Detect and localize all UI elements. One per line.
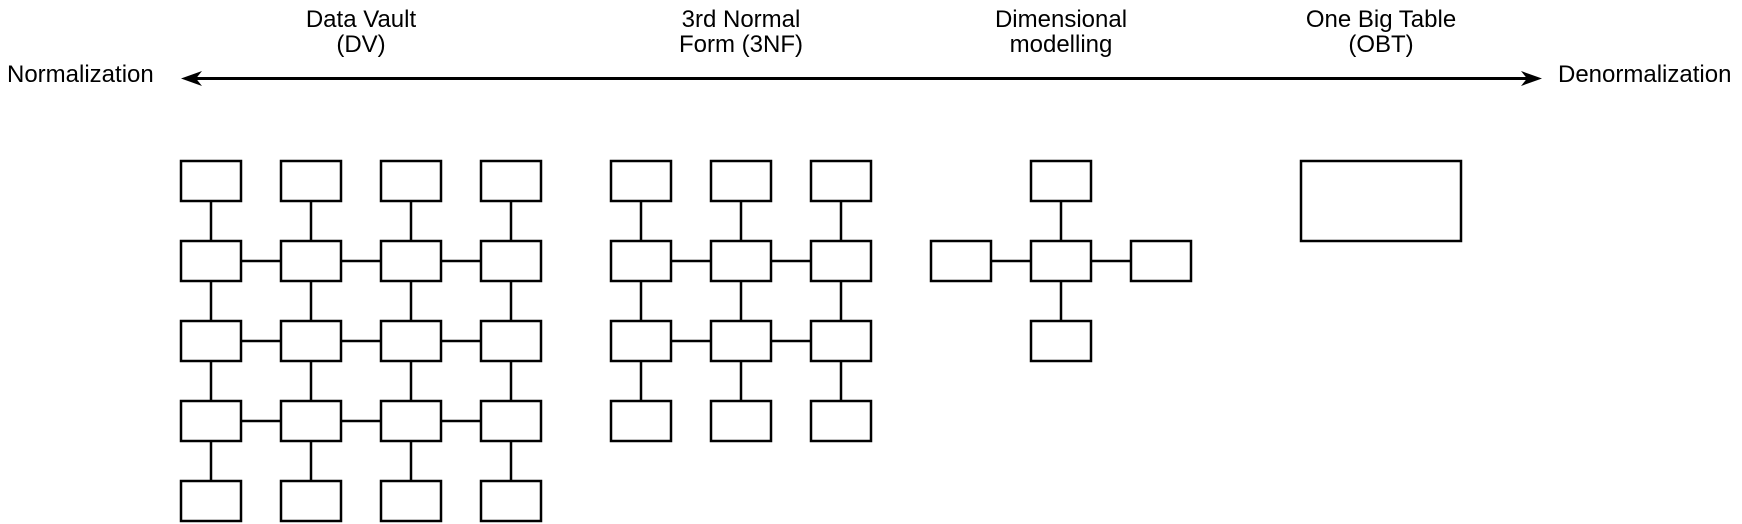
third-normal-form-table-box: [609, 319, 673, 363]
data-vault-table-box: [379, 399, 443, 443]
data-vault-table-box: [379, 479, 443, 523]
third-normal-form-table-box: [809, 159, 873, 203]
data-vault-table-box: [179, 159, 243, 203]
third-normal-form-table-box: [709, 239, 773, 283]
third-normal-form-table-box: [709, 319, 773, 363]
data-vault-table-box: [279, 479, 343, 523]
third-normal-form-table-box: [609, 159, 673, 203]
third-normal-form-table-box: [709, 159, 773, 203]
data-vault-table-box: [479, 479, 543, 523]
data-vault-table-box: [279, 319, 343, 363]
denormalization-label: Denormalization: [1558, 61, 1732, 88]
third-normal-form-table-box: [609, 399, 673, 443]
dimensional-modelling-dimension-box: [929, 239, 993, 283]
section-label-one-big-table: One Big Table (OBT): [1305, 6, 1457, 58]
data-vault-table-box: [179, 239, 243, 283]
data-vault-table-box: [279, 159, 343, 203]
data-vault-table-box: [479, 399, 543, 443]
data-vault-table-box: [179, 479, 243, 523]
data-vault-table-box: [379, 159, 443, 203]
third-normal-form-table-box: [809, 399, 873, 443]
section-label-dimensional-modelling: Dimensional modelling: [994, 6, 1128, 58]
normalization-label: Normalization: [7, 61, 154, 88]
third-normal-form-table-box: [709, 399, 773, 443]
data-vault-table-box: [179, 319, 243, 363]
third-normal-form-table-box: [809, 319, 873, 363]
spectrum-arrowhead-left-icon: [181, 71, 202, 86]
dimensional-modelling-dimension-box: [1029, 159, 1093, 203]
data-vault-table-box: [379, 319, 443, 363]
spectrum-arrowhead-right-icon: [1521, 71, 1542, 86]
section-label-3nf: 3rd Normal Form (3NF): [679, 6, 803, 58]
data-vault-table-box: [179, 399, 243, 443]
data-vault-table-box: [279, 399, 343, 443]
data-vault-table-box: [479, 159, 543, 203]
dimensional-modelling-fact-box: [1029, 239, 1093, 283]
dimensional-modelling-dimension-box: [1029, 319, 1093, 363]
data-vault-table-box: [479, 239, 543, 283]
data-vault-table-box: [279, 239, 343, 283]
one-big-table-table-box: [1299, 159, 1463, 243]
third-normal-form-table-box: [809, 239, 873, 283]
data-vault-table-box: [479, 319, 543, 363]
dimensional-modelling-dimension-box: [1129, 239, 1193, 283]
section-label-data-vault: Data Vault (DV): [305, 6, 417, 58]
third-normal-form-table-box: [609, 239, 673, 283]
data-vault-table-box: [379, 239, 443, 283]
